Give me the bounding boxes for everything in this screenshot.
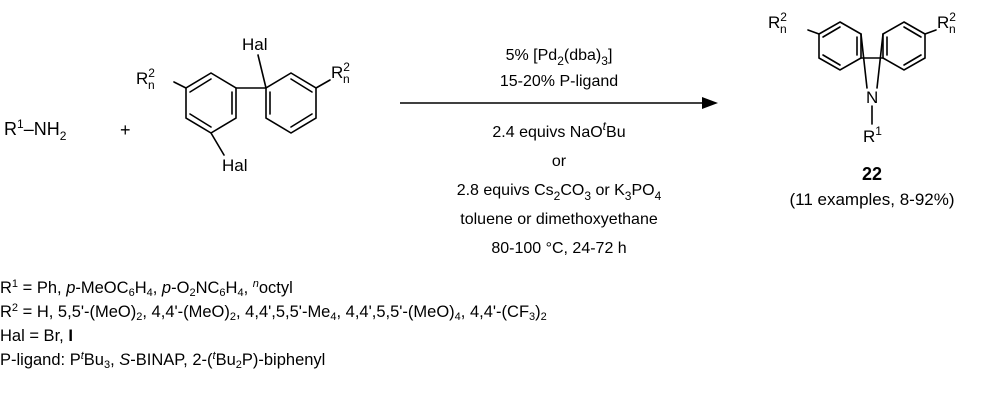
condition-above-line: 15-20% P-ligand (500, 73, 618, 90)
condition-below-line: or (552, 153, 567, 170)
product-nitrogen: N (866, 88, 878, 107)
product-yield-note: (11 examples, 8-92%) (789, 190, 954, 209)
note-r2-definition: R2 = H, 5,5'-(MeO)2, 4,4'-(MeO)2, 4,4',5… (0, 302, 547, 324)
conditions-below-arrow: 2.4 equivs NaOtBu or 2.8 equivs Cs2CO3 or … (457, 119, 662, 257)
hal-bottom-bond (210, 132, 225, 156)
condition-below-line: toluene or dimethoxyethane (460, 211, 658, 228)
left-benzene-ring (185, 72, 237, 134)
product-right-ring (882, 21, 926, 71)
plus-sign: + (120, 120, 131, 140)
hal-top-bond (257, 54, 267, 89)
reaction-arrow (400, 97, 718, 109)
note-ligand-definition: P-ligand: PtBu3, S-BINAP, 2-(tBu2P)-biph… (0, 350, 326, 372)
product-n-substituent: R1 (863, 124, 882, 146)
hal-top-label: Hal (242, 35, 268, 54)
right-benzene-ring (265, 72, 317, 134)
carbazole-product (807, 21, 937, 125)
product-left-ring (818, 21, 862, 71)
biphenyl-dihalide (173, 54, 331, 156)
amine-reactant: R1–NH2 (4, 117, 67, 143)
product-number: 22 (862, 164, 882, 184)
condition-below-line: 2.4 equivs NaOtBu (492, 119, 625, 141)
hal-bottom-label: Hal (222, 156, 248, 175)
condition-below-line: 80-100 °C, 24-72 h (491, 240, 626, 257)
note-hal-definition: Hal = Br, I (0, 327, 73, 345)
note-r1-definition: R1 = Ph, p-MeOC6H4, p-O2NC6H4, noctyl (0, 278, 293, 300)
conditions-above-arrow: 5% [Pd2(dba)3] 15-20% P-ligand (500, 47, 618, 90)
condition-below-line: 2.8 equivs Cs2CO3 or K3PO4 (457, 182, 662, 203)
substituent-definitions: R1 = Ph, p-MeOC6H4, p-O2NC6H4, noctyl R2… (0, 276, 547, 372)
condition-above-line: 5% [Pd2(dba)3] (506, 47, 613, 68)
